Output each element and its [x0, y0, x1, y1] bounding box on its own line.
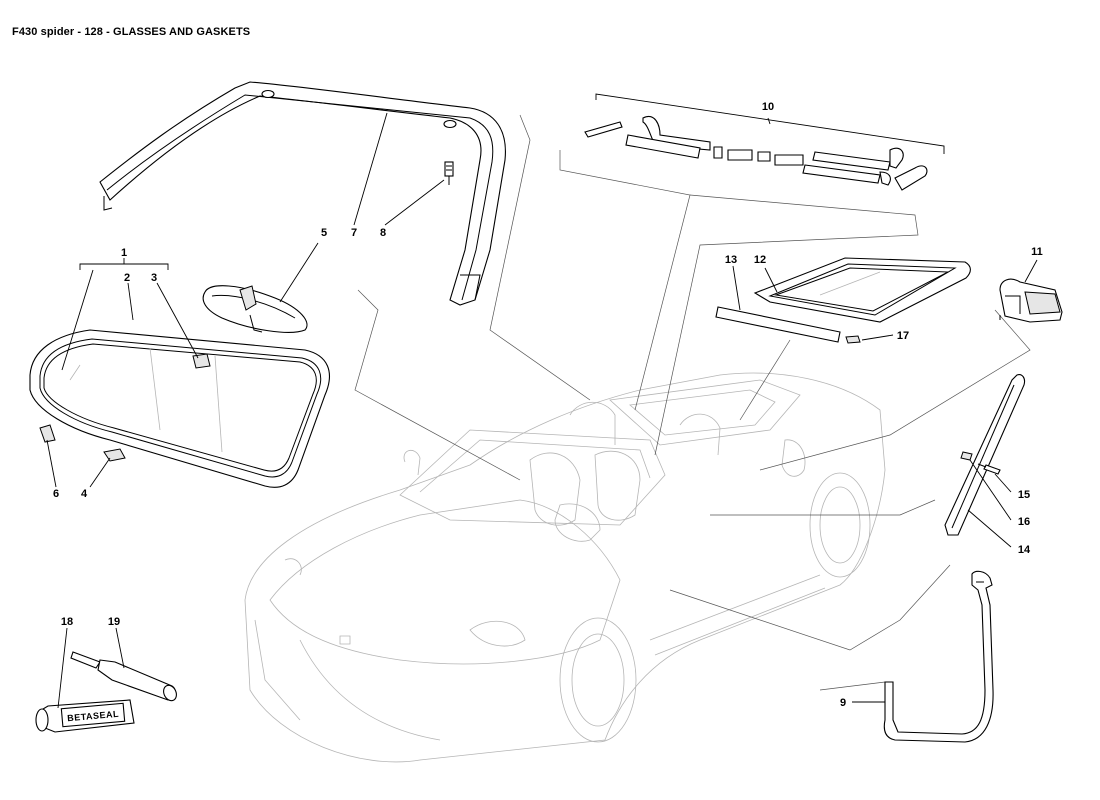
rain-sensor: [192, 353, 211, 369]
screw: [444, 161, 454, 185]
callout-13: 13: [725, 254, 737, 266]
callout-1: 1: [121, 247, 127, 259]
rear-view-mirror: [202, 285, 308, 333]
leader-lines: [46, 112, 1038, 709]
callout-5: 5: [321, 227, 327, 239]
callout-15: 15: [1018, 489, 1030, 501]
seal-bracket: [999, 278, 1063, 323]
callout-3: 3: [151, 272, 157, 284]
callout-14: 14: [1018, 544, 1031, 556]
adhesive-pad: [845, 335, 861, 344]
rear-glass-seal-strip: [715, 306, 841, 343]
applicator-cartridge: [70, 651, 177, 702]
door-gasket: [883, 570, 994, 743]
callout-16: 16: [1018, 516, 1030, 528]
assembly-lines: [354, 114, 1031, 691]
callout-11: 11: [1031, 246, 1043, 258]
callout-9: 9: [840, 697, 846, 709]
car-outline: [244, 372, 886, 763]
glass-clip: [103, 448, 126, 462]
callout-4: 4: [81, 488, 88, 500]
callout-8: 8: [380, 227, 386, 239]
callout-17: 17: [897, 330, 909, 342]
callout-6: 6: [53, 488, 59, 500]
windshield-frame-gasket: [99, 81, 506, 306]
callout-18: 18: [61, 616, 73, 628]
callout-numbers: 1 2 3 4 5 6 7 8 9 10 11 12 13 14 15 16 1…: [53, 101, 1043, 709]
callout-19: 19: [108, 616, 120, 628]
gasket-kit: [584, 116, 928, 191]
retaining-screw: [977, 463, 1001, 475]
glass-spacer: [39, 424, 56, 443]
callout-12: 12: [754, 254, 766, 266]
windshield-glass: [29, 329, 330, 488]
callout-2: 2: [124, 272, 130, 284]
side-seal-strip: [944, 374, 1026, 536]
callout-7: 7: [351, 227, 357, 239]
sealant-tube: BETASEAL: [35, 699, 135, 733]
tube-label: BETASEAL: [67, 709, 120, 723]
page-title: F430 spider - 128 - GLASSES AND GASKETS: [12, 26, 251, 38]
callout-10: 10: [762, 101, 774, 113]
rear-glass: [753, 257, 971, 323]
